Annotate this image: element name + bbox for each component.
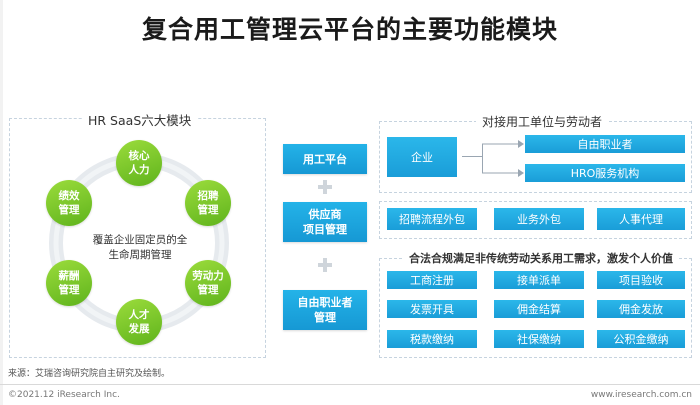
connector-arrows [482, 140, 524, 177]
project-acceptance-box: 项目验收 [597, 271, 685, 289]
module-compensation: 薪酬管理 [46, 260, 92, 306]
social-insurance-box: 社保缴纳 [494, 330, 584, 348]
hr-saas-panel: HR SaaS六大模块 核心人力 招聘管理 劳动力管理 人才发展 薪酬管理 绩效… [9, 110, 266, 358]
footer-divider [0, 384, 700, 385]
hr-saas-center-text: 覆盖企业固定员的全生命周期管理 [92, 234, 188, 261]
module-core-hr: 核心人力 [116, 140, 162, 186]
module-workforce: 劳动力管理 [185, 260, 231, 306]
freelancer-box: 自由职业者 [525, 135, 685, 153]
hr-saas-heading: HR SaaS六大模块 [82, 110, 198, 129]
page-title: 复合用工管理云平台的主要功能模块 [141, 15, 558, 44]
copyright-text: ©2021.12 iResearch Inc. [8, 390, 120, 400]
business-outsourcing-box: 业务外包 [494, 208, 584, 230]
commission-payout-box: 佣金发放 [597, 300, 685, 318]
hro-agency-box: HRO服务机构 [525, 164, 685, 182]
commission-settlement-box: 佣金结算 [494, 300, 584, 318]
platform-supplier-project: 供应商项目管理 [283, 202, 367, 242]
housing-fund-box: 公积金缴纳 [597, 330, 685, 348]
connector-line [482, 144, 483, 173]
platform-freelancer-management: 自由职业者管理 [283, 290, 367, 330]
tax-payment-box: 税款缴纳 [387, 330, 477, 348]
source-note: 来源：艾瑞咨询研究院自主研究及绘制。 [8, 369, 171, 379]
personnel-agency-box: 人事代理 [597, 208, 685, 230]
plus-icon [318, 180, 332, 194]
section-matching-heading: 对接用工单位与劳动者 [476, 113, 609, 130]
module-talent-development: 人才发展 [116, 299, 162, 345]
left-edge-strip [0, 0, 3, 405]
connector-line [462, 156, 482, 157]
section-compliance-heading: 合法合规满足非传统劳动关系用工需求，激发个人价值 [403, 250, 679, 266]
business-registration-box: 工商注册 [387, 271, 477, 289]
module-performance: 绩效管理 [46, 180, 92, 226]
plus-icon [318, 258, 332, 272]
enterprise-box: 企业 [387, 137, 457, 177]
recruitment-outsourcing-box: 招聘流程外包 [387, 208, 477, 230]
invoice-issuance-box: 发票开具 [387, 300, 477, 318]
module-recruitment: 招聘管理 [185, 180, 231, 226]
platform-employment: 用工平台 [283, 144, 367, 174]
website-text: www.iresearch.com.cn [590, 390, 692, 400]
order-dispatch-box: 接单派单 [494, 271, 584, 289]
